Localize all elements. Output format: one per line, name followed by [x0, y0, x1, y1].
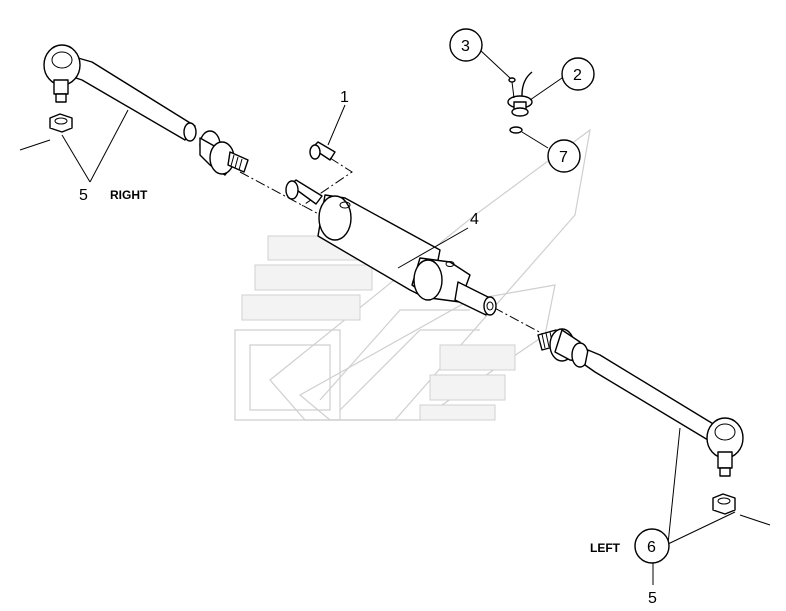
callout-4: 4	[470, 211, 479, 228]
grease-fitting	[507, 71, 533, 117]
callout-7: 7	[559, 149, 568, 166]
label-right: RIGHT	[110, 188, 148, 202]
o-ring-part-7	[509, 126, 523, 134]
callout-6-circle	[634, 528, 670, 564]
callout-5-right: 5	[79, 187, 88, 204]
left-tie-rod	[537, 328, 771, 526]
right-nut	[49, 113, 73, 133]
callout-3-circle	[449, 28, 483, 62]
callout-3: 3	[461, 38, 470, 55]
bolt-part-1	[301, 141, 353, 207]
callout-1: 1	[340, 89, 349, 106]
watermark-logo	[234, 128, 591, 421]
callout-5-bottom: 5	[648, 590, 657, 607]
callout-7-circle	[547, 139, 581, 173]
steering-cylinder-part-4	[285, 179, 497, 316]
callout-6: 6	[647, 539, 656, 556]
callout-2: 2	[573, 67, 582, 84]
label-left: LEFT	[590, 541, 621, 555]
callout-2-circle	[561, 57, 595, 91]
leader-lines	[61, 49, 736, 585]
right-tie-rod	[19, 44, 249, 176]
